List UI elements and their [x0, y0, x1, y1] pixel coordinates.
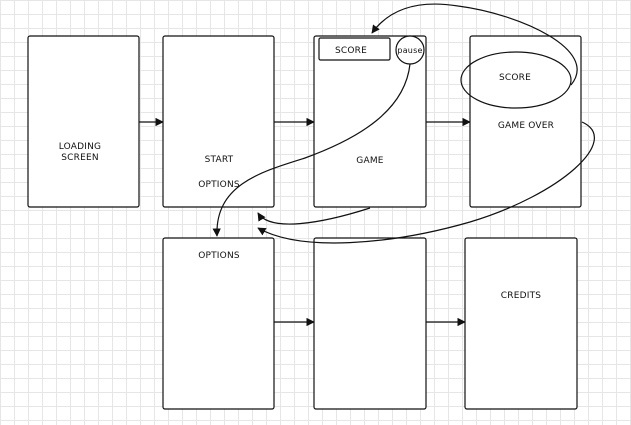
game-screen-label: GAME [356, 156, 383, 166]
loading-screen-label-line1: LOADING [59, 142, 101, 152]
game-score-label: SCORE [335, 46, 367, 56]
loading-screen-label-line2: SCREEN [61, 153, 99, 163]
arrow-gameover-to-start [257, 121, 595, 244]
game-screen-box [313, 35, 427, 208]
arrow-options-to-start-from-game [257, 207, 371, 225]
credits-screen-box [464, 237, 578, 410]
options-screen-label: OPTIONS [198, 251, 240, 261]
arrow-pause-to-options [212, 63, 411, 237]
gameover-score-label: SCORE [499, 73, 531, 83]
game-over-label: GAME OVER [498, 121, 554, 131]
game-score-box [318, 37, 391, 61]
credits-screen-label: CREDITS [501, 291, 542, 301]
game-over-screen-box [469, 35, 582, 208]
start-screen-box [162, 35, 275, 208]
blank-screen-box [313, 237, 427, 410]
arrow-gameover-to-game-score [371, 3, 578, 86]
start-options-label: OPTIONS [198, 180, 240, 190]
start-screen-label: START [205, 155, 234, 165]
loading-screen-box [27, 35, 140, 208]
pause-label: pause [397, 46, 422, 55]
options-screen-box [162, 237, 275, 410]
gameover-score-ellipse [460, 51, 572, 109]
